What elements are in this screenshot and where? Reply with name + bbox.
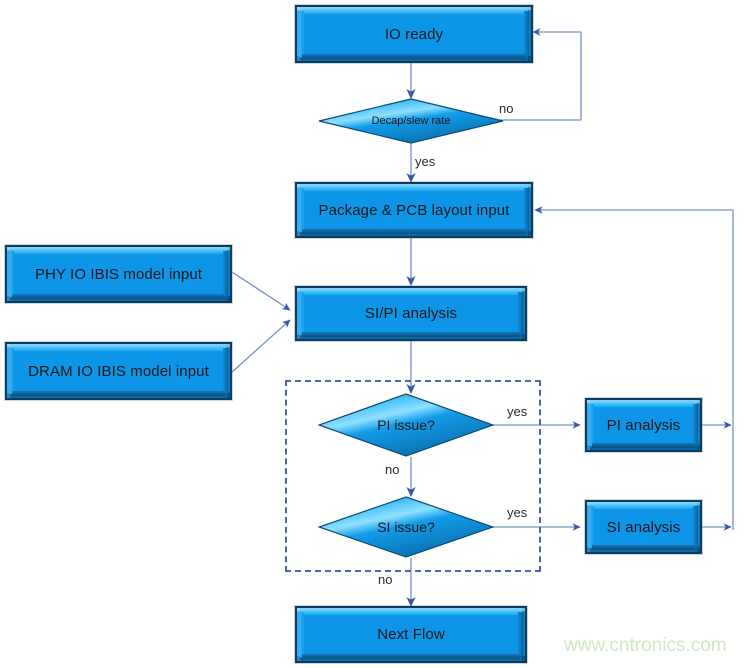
node-label: SI analysis (606, 518, 681, 536)
node-dram-io-ibis-model-input[interactable]: DRAM IO IBIS model input (5, 342, 232, 400)
diamond-shape (318, 98, 504, 144)
node-label: PHY IO IBIS model input (34, 265, 203, 283)
diamond-shape (318, 496, 494, 558)
bevel-right (693, 506, 698, 547)
diamond-shape (318, 393, 494, 457)
bevel-top (590, 402, 697, 407)
edge-label-si-issue-yes: yes (507, 505, 528, 520)
bevel-left (9, 251, 14, 297)
bevel-right (518, 292, 523, 334)
node-phy-io-ibis-model-input[interactable]: PHY IO IBIS model input (5, 245, 232, 303)
node-label: IO ready (384, 25, 444, 43)
node-label: Next Flow (377, 626, 445, 643)
edge-dram-sipi (231, 319, 291, 373)
bevel-right (524, 188, 529, 231)
edge-label-decap-yes: yes (415, 154, 436, 169)
edge-bus-feedback-package (534, 206, 734, 530)
bevel-top (300, 9, 528, 14)
bevel-top (590, 504, 697, 509)
bevel-top (300, 186, 528, 191)
node-pi-analysis[interactable]: PI analysis (585, 398, 702, 452)
node-decap-slew-rate[interactable]: Decap/slew rate (318, 98, 504, 144)
bevel-bottom (302, 54, 526, 59)
node-si-pi-analysis[interactable]: SI/PI analysis (295, 286, 527, 341)
bevel-left (299, 188, 304, 232)
bevel-bottom (302, 332, 520, 337)
bevel-top (10, 346, 227, 351)
edge-label-decap-no: no (499, 101, 514, 116)
bevel-left (299, 11, 304, 57)
bevel-right (693, 404, 698, 445)
bevel-left (299, 292, 304, 335)
bevel-right (524, 11, 529, 56)
node-label: Decap/slew rate (371, 115, 451, 127)
edge-label-si-issue-no: no (378, 572, 393, 587)
bevel-bottom (302, 229, 526, 234)
edge-label-pi-issue-yes: yes (507, 404, 528, 419)
bevel-top (10, 249, 227, 254)
node-io-ready[interactable]: IO ready (295, 5, 533, 63)
node-pi-issue[interactable]: PI issue? (318, 393, 494, 457)
bevel-left (589, 404, 594, 446)
node-next-flow[interactable]: Next Flow (295, 606, 527, 663)
node-package-pcb-layout-input[interactable]: Package & PCB layout input (295, 182, 533, 238)
bevel-bottom (302, 654, 520, 659)
bevel-right (518, 612, 523, 656)
node-si-analysis[interactable]: SI analysis (585, 500, 702, 554)
node-label: Package & PCB layout input (318, 201, 510, 219)
bevel-right (223, 348, 228, 393)
edge-phy-sipi (231, 271, 291, 311)
bevel-right (223, 251, 228, 296)
node-label: SI issue? (377, 519, 435, 535)
bevel-bottom (592, 443, 695, 448)
bevel-top (300, 610, 522, 615)
bevel-top (300, 290, 522, 295)
node-label: SI/PI analysis (364, 305, 458, 322)
bevel-left (299, 612, 304, 657)
watermark: www.cntronics.com (564, 635, 727, 656)
node-si-issue[interactable]: SI issue? (318, 496, 494, 558)
bevel-left (9, 348, 14, 394)
node-label: DRAM IO IBIS model input (28, 362, 209, 380)
node-label: PI analysis (606, 416, 681, 434)
bevel-bottom (12, 391, 225, 396)
bevel-bottom (12, 294, 225, 299)
node-label: PI issue? (377, 417, 435, 433)
bevel-left (589, 506, 594, 548)
bevel-bottom (592, 545, 695, 550)
edge-label-pi-issue-no: no (385, 462, 400, 477)
issue-check-group-frame (285, 380, 541, 572)
